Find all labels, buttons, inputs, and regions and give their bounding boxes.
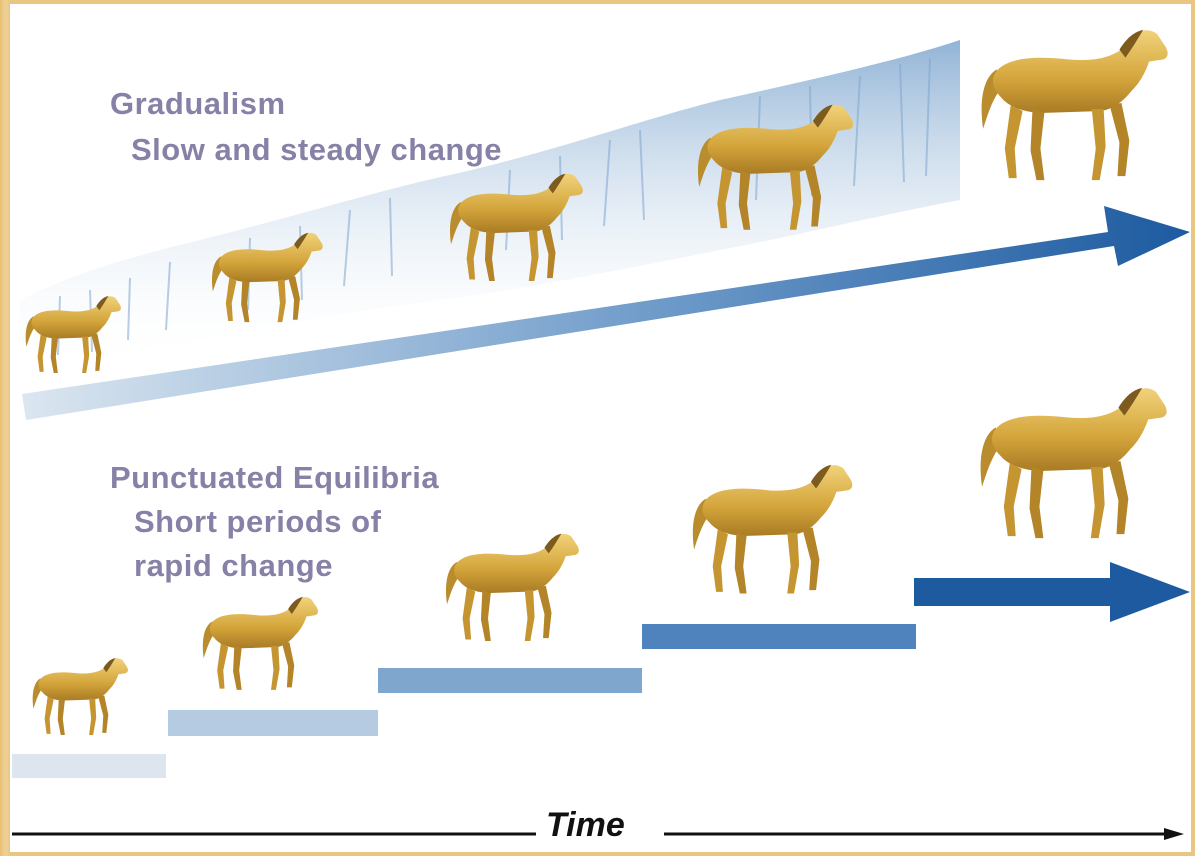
diagram-canvas: Gradualism Slow and steady change Punctu… [10, 4, 1191, 852]
horse-icon [203, 597, 318, 690]
step-bar [378, 668, 642, 693]
time-axis-label: Time [546, 806, 625, 845]
arrow-icon [1164, 828, 1184, 840]
horse-icon [693, 465, 852, 594]
step-arrow [914, 562, 1190, 622]
punctuated-subtitle-line2: rapid change [134, 548, 333, 584]
punctuated-title: Punctuated Equilibria [110, 460, 439, 496]
step-bar [168, 710, 378, 736]
horse-icon [33, 658, 128, 735]
punctuated-subtitle-line1: Short periods of [134, 504, 381, 540]
horse-icon [982, 30, 1168, 180]
step-bar [12, 754, 166, 778]
horse-icon [446, 534, 579, 641]
horse-icon [981, 388, 1167, 538]
step-bar [642, 624, 916, 649]
gradualism-title: Gradualism [110, 86, 286, 122]
punctuated-steps [12, 562, 1190, 778]
gradualism-subtitle: Slow and steady change [131, 132, 502, 168]
